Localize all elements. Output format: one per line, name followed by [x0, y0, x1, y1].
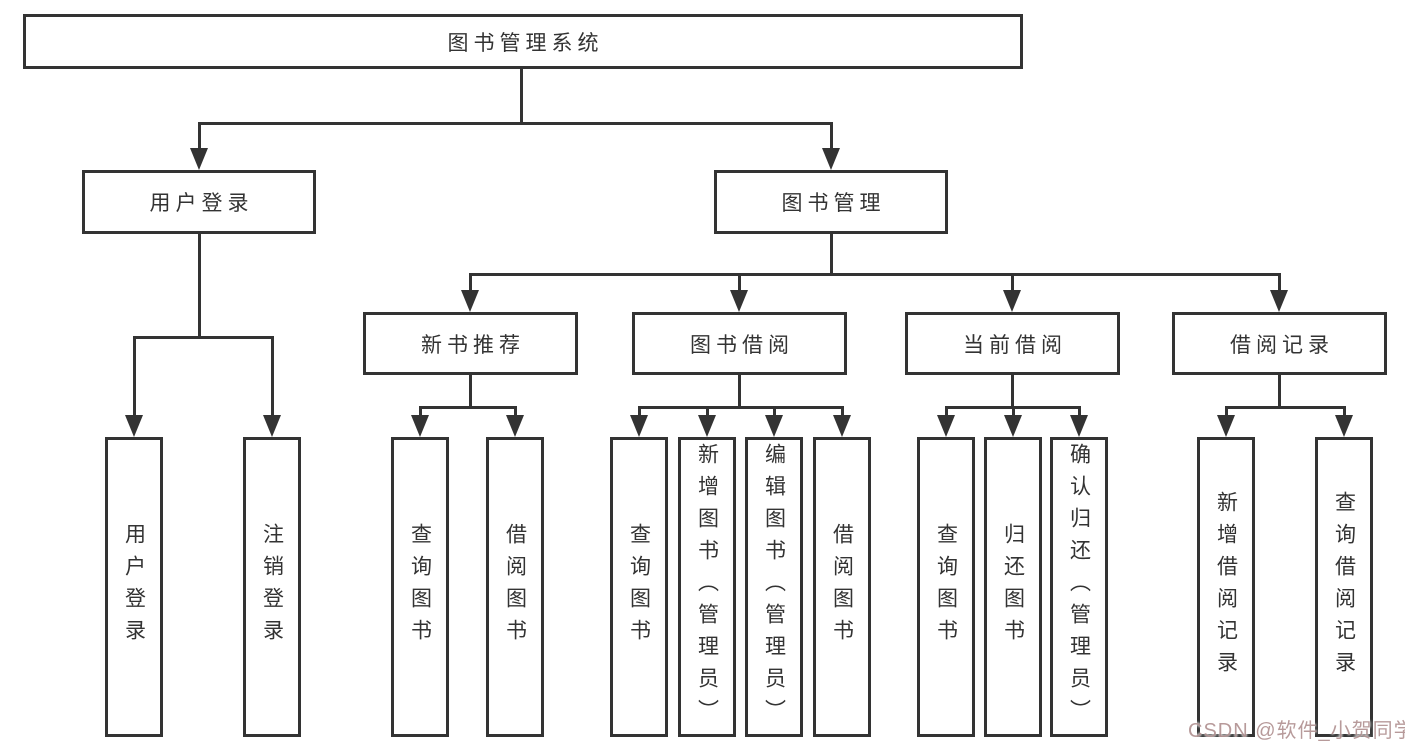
- connector-line: [830, 122, 833, 150]
- connector-line: [1278, 375, 1281, 406]
- connector-line: [738, 375, 741, 406]
- connector-line: [945, 406, 948, 418]
- connector-line: [841, 406, 844, 418]
- connector-line: [1078, 406, 1081, 418]
- connector-line: [1343, 406, 1346, 418]
- connector-line: [738, 273, 741, 293]
- leaf-user-login: 用户登录: [105, 437, 163, 737]
- watermark-text: CSDN @软件_小贺同学: [1188, 720, 1405, 742]
- connector-line: [1012, 406, 1015, 418]
- connector-line: [198, 122, 833, 125]
- leaf-borrow-books-recommend: 借阅图书: [486, 437, 544, 737]
- node-current-borrowing: 当前借阅: [905, 312, 1120, 375]
- arrow-down-icon: [461, 290, 479, 312]
- leaf-query-borrow-record: 查询借阅记录: [1315, 437, 1373, 737]
- node-book-management: 图书管理: [714, 170, 948, 234]
- connector-line: [133, 336, 136, 420]
- arrow-down-icon: [125, 415, 143, 437]
- connector-line: [1225, 406, 1228, 418]
- leaf-query-books-current: 查询图书: [917, 437, 975, 737]
- arrow-down-icon: [1070, 415, 1088, 437]
- connector-line: [469, 273, 472, 293]
- connector-line: [133, 336, 274, 339]
- connector-line: [198, 122, 201, 150]
- arrow-down-icon: [1270, 290, 1288, 312]
- connector-line: [419, 406, 422, 418]
- arrow-down-icon: [263, 415, 281, 437]
- node-borrowing-records: 借阅记录: [1172, 312, 1387, 375]
- leaf-query-books-borrowing: 查询图书: [610, 437, 668, 737]
- node-user-login: 用户登录: [82, 170, 316, 234]
- arrow-down-icon: [1004, 415, 1022, 437]
- leaf-logout: 注销登录: [243, 437, 301, 737]
- node-new-book-recommend: 新书推荐: [363, 312, 578, 375]
- arrow-down-icon: [190, 148, 208, 170]
- connector-line: [773, 406, 776, 418]
- connector-line: [271, 336, 274, 420]
- connector-line: [638, 406, 641, 418]
- connector-line: [706, 406, 709, 418]
- node-library-system: 图书管理系统: [23, 14, 1023, 69]
- connector-line: [830, 234, 833, 273]
- leaf-borrow-books-borrowing: 借阅图书: [813, 437, 871, 737]
- connector-line: [469, 375, 472, 406]
- leaf-add-books-admin: 新增图书（管理员）: [678, 437, 736, 737]
- arrow-down-icon: [1335, 415, 1353, 437]
- arrow-down-icon: [630, 415, 648, 437]
- connector-line: [198, 234, 201, 336]
- arrow-down-icon: [1217, 415, 1235, 437]
- arrow-down-icon: [1003, 290, 1021, 312]
- connector-line: [1225, 406, 1346, 409]
- leaf-confirm-return-admin: 确认归还（管理员）: [1050, 437, 1108, 737]
- arrow-down-icon: [937, 415, 955, 437]
- connector-line: [514, 406, 517, 418]
- connector-line: [469, 273, 1281, 276]
- leaf-query-books-recommend: 查询图书: [391, 437, 449, 737]
- connector-line: [1011, 375, 1014, 406]
- arrow-down-icon: [506, 415, 524, 437]
- connector-line: [520, 69, 523, 122]
- arrow-down-icon: [833, 415, 851, 437]
- node-book-borrowing: 图书借阅: [632, 312, 847, 375]
- connector-line: [1011, 273, 1014, 293]
- arrow-down-icon: [765, 415, 783, 437]
- leaf-return-books: 归还图书: [984, 437, 1042, 737]
- connector-line: [638, 406, 844, 409]
- arrow-down-icon: [730, 290, 748, 312]
- leaf-edit-books-admin: 编辑图书（管理员）: [745, 437, 803, 737]
- connector-line: [1278, 273, 1281, 293]
- connector-line: [419, 406, 517, 409]
- arrow-down-icon: [822, 148, 840, 170]
- arrow-down-icon: [698, 415, 716, 437]
- leaf-add-borrow-record: 新增借阅记录: [1197, 437, 1255, 737]
- arrow-down-icon: [411, 415, 429, 437]
